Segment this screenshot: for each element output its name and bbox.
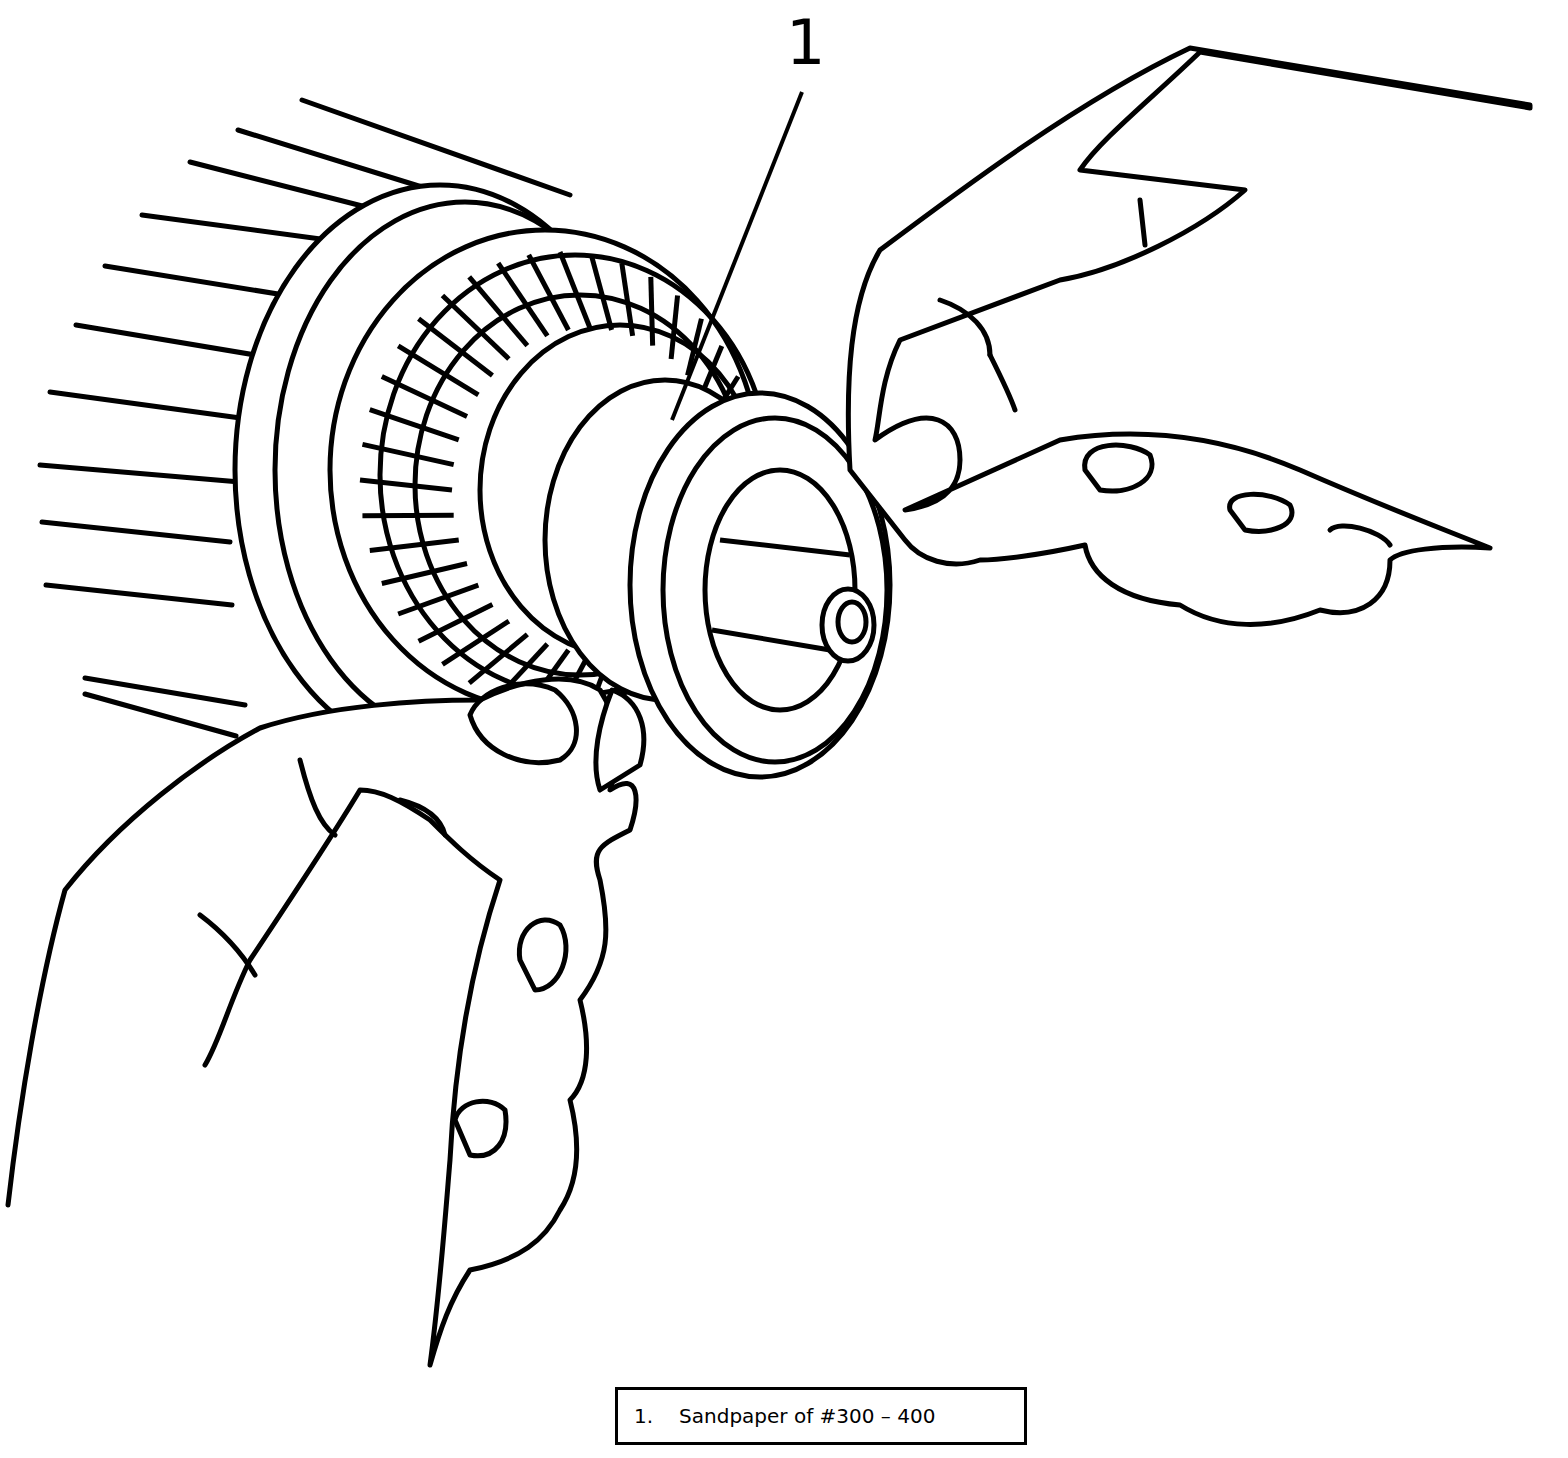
hands [8, 48, 1530, 1365]
cage-bar [360, 480, 452, 490]
cage-bar [442, 621, 508, 664]
part-name: Sandpaper of #300 – 400 [679, 1404, 935, 1428]
legend-box: 1. Sandpaper of #300 – 400 [615, 1387, 1027, 1445]
cage-bar [560, 252, 590, 328]
cage-bar [382, 564, 467, 584]
cage-bar [362, 513, 453, 518]
leader-line [672, 92, 802, 420]
callout-number: 1. [634, 1404, 653, 1428]
cage-bar [419, 319, 493, 376]
cage-bar [442, 296, 508, 359]
cage-bar [362, 444, 453, 464]
callout-number: 1 [786, 12, 825, 74]
cage-bar [591, 255, 611, 330]
cage-bar [370, 410, 459, 440]
cage-bar [529, 255, 569, 330]
cage-bar [370, 540, 459, 550]
cage-bar [398, 585, 478, 614]
